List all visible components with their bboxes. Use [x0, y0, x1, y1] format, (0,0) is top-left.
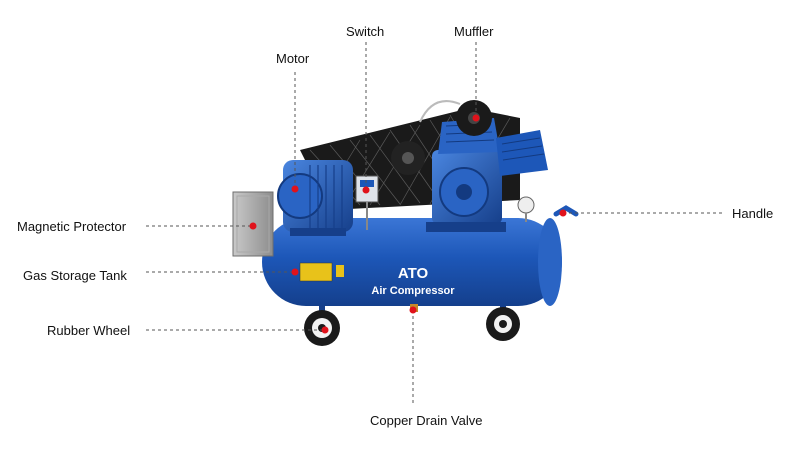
- tank-brand-text: ATO: [398, 265, 429, 282]
- tank-product-text: Air Compressor: [371, 285, 455, 297]
- label-handle: Handle: [732, 206, 774, 221]
- label-rubber-wheel: Rubber Wheel: [47, 323, 131, 338]
- marker-switch: [362, 186, 370, 194]
- marker-rubber-wheel: [321, 326, 329, 334]
- marker-muffler: [472, 114, 480, 122]
- pressure-gauge: [517, 196, 535, 222]
- marker-motor: [291, 185, 299, 193]
- label-magnetic-protector: Magnetic Protector: [17, 219, 127, 234]
- motor-body: [277, 160, 353, 236]
- label-gas-storage-tank: Gas Storage Tank: [23, 268, 127, 283]
- label-muffler: Muffler: [454, 24, 494, 39]
- label-copper-drain-valve: Copper Drain Valve: [370, 413, 483, 428]
- handle-part: [553, 205, 579, 217]
- label-motor: Motor: [276, 51, 310, 66]
- label-switch: Switch: [346, 24, 385, 39]
- rubber-wheel-left: [304, 306, 340, 346]
- rubber-wheel-right: [486, 306, 520, 341]
- marker-gas-storage-tank: [291, 268, 299, 276]
- marker-handle: [559, 209, 567, 217]
- pump-head: [426, 118, 548, 232]
- marker-magnetic-protector: [249, 222, 257, 230]
- flywheel: [391, 141, 425, 175]
- marker-copper-drain-valve: [409, 306, 417, 314]
- gas-storage-tank: [262, 218, 562, 306]
